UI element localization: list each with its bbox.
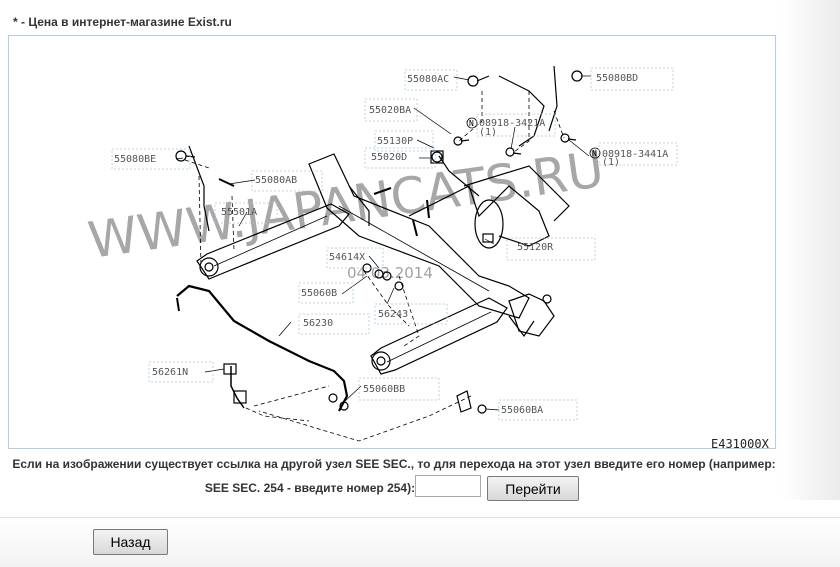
callout-55060B: 55060B (301, 288, 337, 299)
callout-08918-3441A-qty: (1) (602, 157, 620, 168)
callout-54614X: 54614X (329, 252, 365, 263)
trailing-arm-left (196, 203, 350, 280)
footer-divider (0, 517, 840, 518)
rear-subframe (308, 153, 530, 319)
see-sec-number-input[interactable] (415, 475, 481, 497)
callout-55120R: 55120R (517, 242, 554, 253)
see-sec-instruction-line2: SEE SEC. 254 - введите номер 254): (204, 481, 416, 495)
differential-mount (474, 199, 504, 249)
svg-text:N: N (592, 149, 597, 158)
callout-56243: 56243 (378, 309, 408, 320)
page-right-shade (780, 0, 840, 500)
callout-55020BA: 55020BA (369, 105, 411, 116)
bushing-right (371, 351, 391, 371)
callout-55060BB: 55060BB (363, 384, 405, 395)
go-button[interactable]: Перейти (487, 476, 579, 501)
callout-55060BA: 55060BA (501, 405, 543, 416)
callout-08918-3421A-qty: (1) (479, 127, 497, 138)
callout-08918-3441A: 08918-3441A (602, 149, 668, 160)
figure-code: E431000X (711, 437, 770, 450)
callout-55130P: 55130P (377, 136, 413, 147)
callout-08918-3421A: 08918-3421A (479, 118, 545, 129)
svg-text:N: N (469, 119, 474, 128)
callout-55080AB: 55080AB (255, 175, 297, 186)
price-note: * - Цена в интернет-магазине Exist.ru (13, 15, 232, 29)
parts-diagram-frame: WWW.JAPANCATS.RU 04.03.2014 (8, 35, 776, 450)
callout-55080BD: 55080BD (596, 73, 638, 84)
callout-55501A: 55501A (221, 207, 257, 218)
callout-56230: 56230 (303, 318, 333, 329)
callout-56261N: 56261N (152, 367, 188, 378)
trailing-arm-right (370, 297, 508, 375)
stabilizer-bar (176, 284, 349, 412)
see-sec-instruction-line1: Если на изображении существует ссылка на… (12, 457, 776, 471)
back-button[interactable]: Назад (93, 529, 168, 555)
callout-55080AC: 55080AC (407, 74, 449, 85)
bushing-left (199, 257, 219, 277)
parts-diagram: WWW.JAPANCATS.RU 04.03.2014 (85, 65, 770, 450)
callout-55020D: 55020D (371, 152, 407, 163)
callout-55080BE: 55080BE (114, 154, 156, 165)
